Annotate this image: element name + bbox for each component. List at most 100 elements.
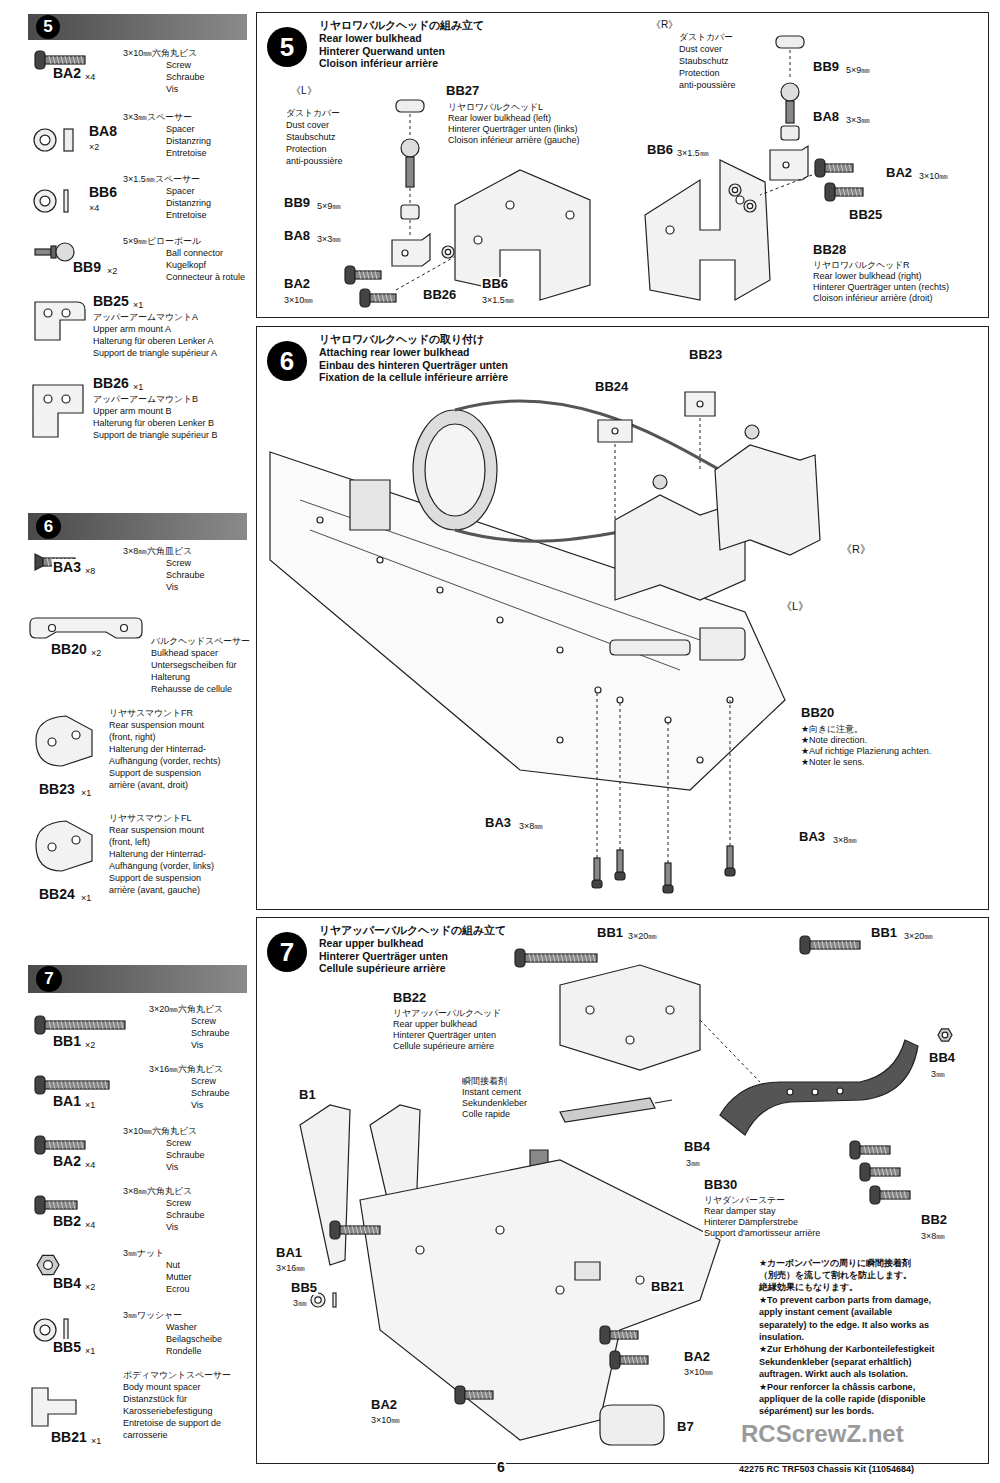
screw-thread xyxy=(561,954,563,962)
screw-thread xyxy=(81,1081,83,1089)
rear-lower-bulkhead-right xyxy=(645,160,770,300)
screw-thread xyxy=(65,1081,67,1089)
chassis-plate xyxy=(270,452,785,790)
washer-hole xyxy=(40,196,50,206)
screw-thread xyxy=(618,1331,620,1339)
screw-thread xyxy=(61,1141,63,1149)
part-caption: Dust cover xyxy=(678,44,723,54)
screw-thread xyxy=(378,294,380,302)
screw-thread xyxy=(624,1356,626,1364)
assembly-guide xyxy=(410,220,411,238)
part-code: BB25 xyxy=(92,293,130,309)
hole xyxy=(49,625,56,632)
rear-damper-stay xyxy=(720,1040,918,1135)
part-caption: Schraube xyxy=(165,570,206,580)
part-code: BA1 xyxy=(275,1246,303,1261)
part-caption: 5×9㎜ xyxy=(845,65,871,75)
part-caption: ★Pour renforcer la châssis carbone, xyxy=(758,1382,916,1392)
part-caption: Support de triangle supérieur A xyxy=(92,348,218,358)
screw-thread xyxy=(541,954,543,962)
hole xyxy=(317,517,323,523)
screw-thread xyxy=(822,941,824,949)
washer-face xyxy=(34,1319,56,1341)
part-caption: Hinterer Dämpferstrebe xyxy=(703,1217,799,1227)
screw-thread xyxy=(880,1146,882,1154)
part-caption: Entretoise xyxy=(165,148,208,158)
part-caption: ★Noter le sens. xyxy=(800,757,866,767)
body-mount-spacer xyxy=(575,1262,600,1280)
part-caption: Entretoise xyxy=(165,210,208,220)
nut xyxy=(938,1029,952,1041)
screw-thread xyxy=(846,941,848,949)
part-caption: リヤサスマウントFR xyxy=(108,708,194,718)
screw-thread xyxy=(363,271,365,279)
screw-thread xyxy=(868,1146,870,1154)
screw-thread xyxy=(364,1226,366,1234)
screw-head xyxy=(870,1186,880,1204)
part-code: BB9 xyxy=(72,259,102,275)
ball-head xyxy=(401,139,419,157)
part-caption: Rondelle xyxy=(165,1346,203,1356)
screw-head xyxy=(850,1141,860,1159)
screw-thread xyxy=(585,954,587,962)
screw-thread xyxy=(644,1356,646,1364)
part-caption: Vis xyxy=(190,1040,204,1050)
screw-shaft xyxy=(835,188,863,196)
screw-thread xyxy=(529,954,531,962)
part-caption: Aufhängung (vorder, rechts) xyxy=(108,756,222,766)
screw-thread xyxy=(477,1391,479,1399)
part-caption: 3×20㎜ xyxy=(903,931,934,941)
part-caption: Protection xyxy=(285,144,328,154)
screw-thread xyxy=(481,1391,483,1399)
screw-thread xyxy=(77,1021,79,1029)
part-caption: Schraube xyxy=(190,1088,231,1098)
part-caption: Mutter xyxy=(165,1272,193,1282)
part-caption: Nut xyxy=(165,1260,181,1270)
screw-shaft xyxy=(525,954,597,962)
assembly-guide xyxy=(620,700,621,850)
screw-thread xyxy=(565,954,567,962)
screw-thread xyxy=(73,1141,75,1149)
hole xyxy=(783,162,789,168)
part-code: BA3 xyxy=(484,816,512,831)
screw-shaft xyxy=(340,1226,380,1234)
part-caption: 3㎜ナット xyxy=(122,1248,165,1258)
screw-thread xyxy=(640,1356,642,1364)
screw-thread xyxy=(57,1021,59,1029)
part-code: BB9 xyxy=(812,60,840,75)
tube-nozzle xyxy=(655,1100,672,1103)
hole xyxy=(48,738,56,746)
hole xyxy=(942,1032,948,1038)
screw-head xyxy=(345,266,355,284)
hole xyxy=(787,1089,793,1095)
part-caption: (front, left) xyxy=(108,837,151,847)
hole xyxy=(506,201,514,209)
part-caption: Halterung für oberen Lenker B xyxy=(92,418,215,428)
part-caption: アッパーアームマウントB xyxy=(92,394,199,404)
part-caption: 瞬間接着剤 xyxy=(461,1076,508,1086)
part-code: BB20 xyxy=(50,641,88,657)
screw-thread xyxy=(896,1191,898,1199)
screw-thread xyxy=(73,1021,75,1029)
screw-thread xyxy=(630,1331,632,1339)
screw-thread xyxy=(888,1191,890,1199)
part-caption: ★Zur Erhöhung der Karbonteilefestigkeit xyxy=(758,1344,936,1354)
part-caption: ×1 xyxy=(132,300,144,310)
part-caption: ×2 xyxy=(84,1282,96,1292)
screw-thread xyxy=(545,954,547,962)
part-caption: Ecrou xyxy=(165,1284,191,1294)
screw-thread xyxy=(73,1201,75,1209)
part-caption: Instant cement xyxy=(461,1087,522,1097)
screw-head xyxy=(35,1136,45,1154)
part-caption: Screw xyxy=(165,60,192,70)
part-caption: ×1 xyxy=(90,1436,102,1446)
part-caption: ★To prevent carbon parts from damage, xyxy=(758,1295,932,1305)
part-caption: 3㎜ワッシャー xyxy=(122,1310,183,1320)
hole xyxy=(497,617,503,623)
step-title: Rear upper bulkhead xyxy=(319,937,506,950)
part-caption: リヤアッパーバルクヘッド xyxy=(392,1008,502,1018)
screw-thread xyxy=(69,1021,71,1029)
step-title: Hinterer Querwand unten xyxy=(319,45,484,58)
part-caption: Rear damper stay xyxy=(703,1206,777,1216)
